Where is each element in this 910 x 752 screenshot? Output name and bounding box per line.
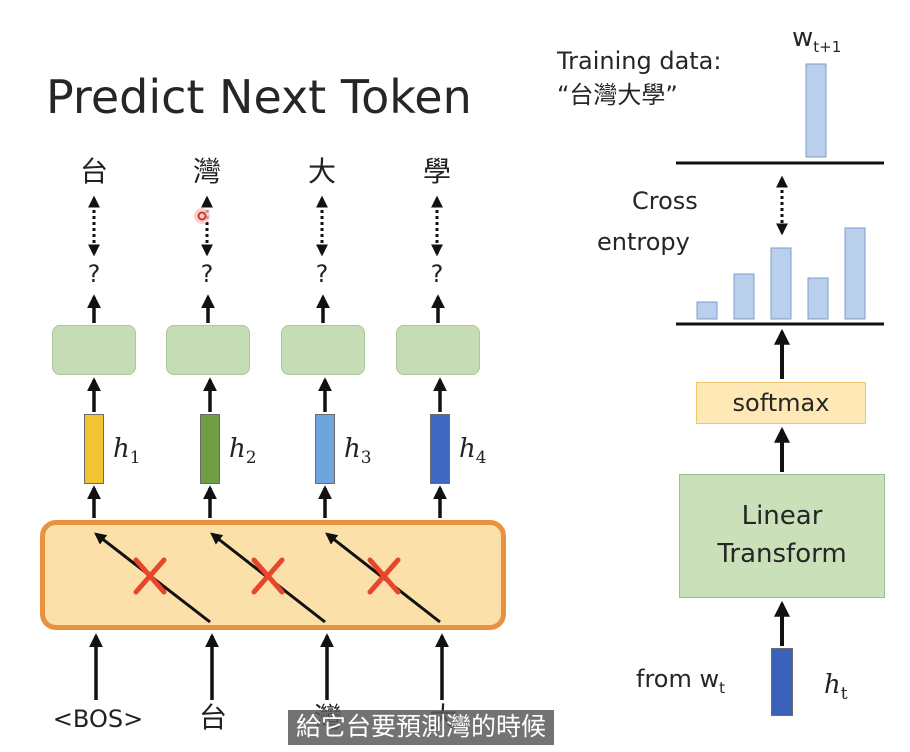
pred-bar-3	[770, 247, 792, 320]
output-layer-box-4	[396, 325, 480, 375]
linear-transform-box: Linear Transform	[679, 474, 885, 598]
hidden-label-3: h3	[344, 434, 372, 469]
output-layer-box-1	[52, 325, 136, 375]
video-subtitle: 給它台要預測灣的時候	[288, 710, 555, 745]
prediction-mark-3: ?	[315, 260, 329, 288]
pred-bar-2	[733, 273, 755, 320]
output-token-4: 學	[422, 155, 451, 188]
hidden-label-1: h1	[113, 434, 141, 469]
blocked-mark-1	[133, 557, 167, 595]
pred-bar-5	[844, 227, 866, 320]
hidden-vector-t	[771, 648, 793, 716]
target-label: wt+1	[792, 23, 842, 57]
hidden-label-2: h2	[229, 434, 257, 469]
output-layer-box-2	[166, 325, 250, 375]
target-bar	[805, 63, 827, 158]
prediction-mark-1: ?	[87, 260, 101, 288]
pred-bar-4	[807, 277, 829, 320]
output-token-3: 大	[307, 155, 336, 188]
slide-title: Predict Next Token	[46, 70, 472, 124]
ht-label: ht	[824, 670, 848, 705]
linear-label-line1: Linear	[741, 501, 823, 532]
input-token-bos: <BOS>	[52, 705, 144, 733]
output-token-2: 灣	[192, 155, 221, 188]
output-token-1: 台	[79, 155, 108, 188]
hidden-vector-2	[200, 414, 220, 484]
hidden-vector-1	[84, 414, 104, 484]
hidden-label-4: h4	[459, 434, 487, 469]
training-data-label: Training data:	[557, 47, 722, 75]
cursor-marker	[194, 208, 210, 224]
dotted-arrows	[88, 195, 443, 257]
input-token-2: 台	[198, 701, 227, 734]
cross-entropy-line2: entropy	[597, 228, 690, 256]
hidden-vector-4	[430, 414, 450, 484]
softmax-box: softmax	[696, 382, 866, 424]
from-wt-label: from wt	[636, 665, 725, 697]
pred-bar-1	[696, 301, 718, 320]
blocked-mark-2	[251, 557, 285, 595]
training-data-value: “台灣大學”	[557, 81, 678, 109]
softmax-label: softmax	[732, 389, 830, 417]
prediction-mark-4: ?	[430, 260, 444, 288]
linear-label-line2: Transform	[717, 539, 847, 569]
cross-entropy-line1: Cross	[632, 187, 698, 215]
prediction-mark-2: ?	[200, 260, 214, 288]
hidden-vector-3	[315, 414, 335, 484]
blocked-mark-3	[367, 557, 401, 595]
output-layer-box-3	[281, 325, 365, 375]
